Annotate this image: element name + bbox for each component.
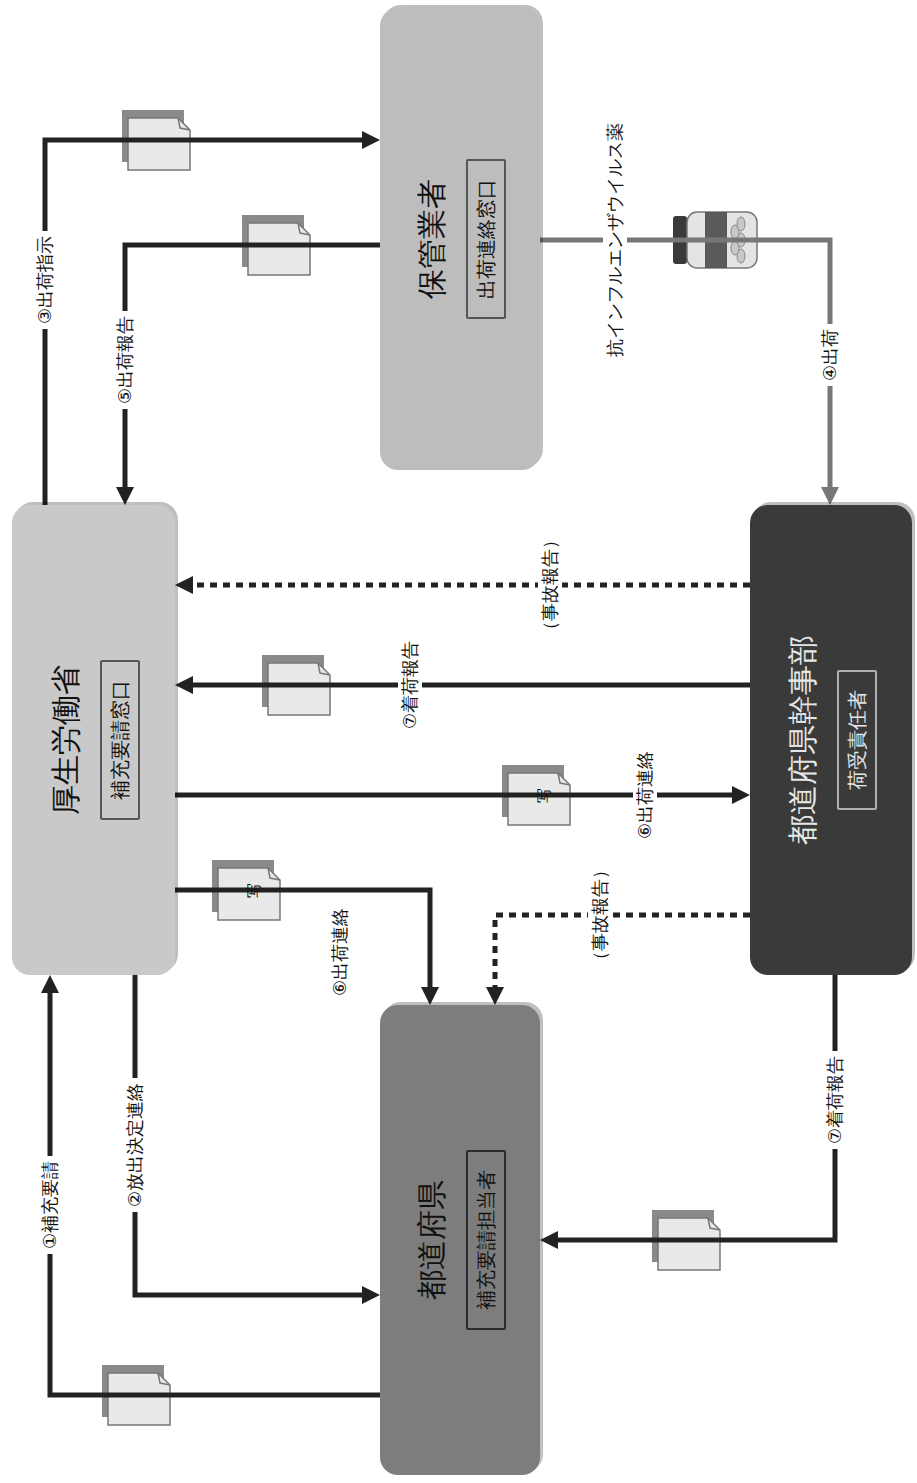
document-fold (178, 118, 190, 130)
document-page (218, 868, 280, 920)
edge-label: ⑦着荷報告 (398, 636, 422, 734)
edge-label-box: （事故報告） (538, 526, 562, 644)
edge-label-box: ⑦着荷報告 (823, 1051, 847, 1149)
edge-label: ③出荷指示 (33, 231, 57, 329)
box-title: 都道府県幹事部 (785, 635, 821, 845)
arrowhead (540, 1231, 558, 1249)
document-fold (708, 1218, 720, 1230)
box-title: 厚生労働省 (48, 665, 84, 815)
edge-label-box: ⑦着荷報告 (398, 636, 422, 734)
connector-line (191, 583, 750, 588)
copy-mark-box: 写 (534, 788, 553, 803)
flow-arrow (116, 245, 380, 505)
connector-line (175, 890, 430, 989)
storage-box: 保管業者出荷連絡窓口 (380, 8, 540, 470)
hq-box: 都道府県幹事部荷受責任者 (750, 505, 912, 975)
connector-line (556, 975, 835, 1240)
flow-arrow (135, 975, 380, 1304)
document-page (248, 223, 310, 275)
edge-label: ⑥出荷連絡 (328, 903, 352, 1001)
edge-label: ④出荷 (818, 324, 842, 386)
edge-label-box: ⑥出荷連絡 (328, 903, 352, 1001)
box-title: 保管業者 (414, 179, 450, 299)
contact-label: 補充要請窓口 (108, 680, 132, 800)
connector-line (495, 915, 750, 989)
edge-label-box: ②放出決定連絡 (123, 1078, 147, 1212)
connector-line (125, 245, 380, 489)
edge-label-box: ⑥出荷連絡 (633, 746, 657, 844)
connector-line (45, 140, 364, 505)
flow-arrow (41, 975, 380, 1395)
connector-line (540, 240, 830, 489)
edge-label-box: ①補充要請 (38, 1156, 62, 1254)
flow-arrow (540, 240, 839, 505)
arrowhead (41, 975, 59, 993)
arrowhead (421, 987, 439, 1005)
arrowhead (175, 576, 193, 594)
prefecture-box: 都道府県補充要請担当者 (380, 1005, 540, 1475)
document-page (508, 773, 570, 825)
copy-mark-box: 写 (244, 883, 263, 898)
flow-arrow (45, 131, 380, 505)
document-fold (298, 223, 310, 235)
contact-box: 出荷連絡窓口 (466, 159, 506, 319)
dotted-arrow (486, 915, 750, 1005)
box-title: 都道府県 (414, 1180, 450, 1300)
edge-label-box: （事故報告） (588, 856, 612, 974)
arrowhead (362, 131, 380, 149)
arrowhead (732, 786, 750, 804)
edge-label: ②放出決定連絡 (123, 1078, 147, 1212)
edge-label-box: ③出荷指示 (33, 231, 57, 329)
arrowhead (175, 676, 193, 694)
flow-arrow (175, 676, 750, 694)
edge-label-box: ⑤出荷報告 (113, 311, 137, 409)
arrowhead (362, 1286, 380, 1304)
edge-label-box: ④出荷 (818, 324, 842, 386)
document-fold (318, 663, 330, 675)
contact-box: 補充要請担当者 (466, 1150, 506, 1330)
drug-label: 抗インフルエンザウイルス薬 (603, 118, 627, 362)
document-fold (558, 773, 570, 785)
contact-label: 荷受責任者 (845, 690, 869, 790)
contact-box: 荷受責任者 (837, 670, 877, 810)
edge-label: ⑦着荷報告 (823, 1051, 847, 1149)
ministry-box: 厚生労働省補充要請窓口 (12, 505, 175, 975)
flow-arrow (175, 786, 750, 804)
flow-arrow (175, 890, 439, 1005)
arrowhead (486, 987, 504, 1005)
edge-label: ①補充要請 (38, 1156, 62, 1254)
connector-line (191, 683, 750, 688)
document-page (128, 118, 190, 170)
edge-label: （事故報告） (538, 526, 562, 644)
copy-mark: 写 (535, 788, 553, 803)
document-page (108, 1373, 170, 1425)
contact-label: 出荷連絡窓口 (474, 179, 498, 299)
edge-label: ⑥出荷連絡 (633, 746, 657, 844)
arrowhead (821, 487, 839, 505)
document-fold (158, 1373, 170, 1385)
connector-line (50, 991, 380, 1395)
drug-label-box: 抗インフルエンザウイルス薬 (603, 118, 627, 362)
dotted-arrow (175, 576, 750, 594)
flow-arrow (540, 975, 835, 1249)
copy-mark: 写 (245, 883, 263, 898)
arrowhead (116, 487, 134, 505)
contact-label: 補充要請担当者 (474, 1170, 498, 1310)
document-page (658, 1218, 720, 1270)
connector-line (135, 975, 364, 1295)
edge-label: （事故報告） (588, 856, 612, 974)
contact-box: 補充要請窓口 (100, 660, 140, 820)
capsule (737, 217, 745, 231)
document-fold (268, 868, 280, 880)
document-page (268, 663, 330, 715)
edge-label: ⑤出荷報告 (113, 311, 137, 409)
